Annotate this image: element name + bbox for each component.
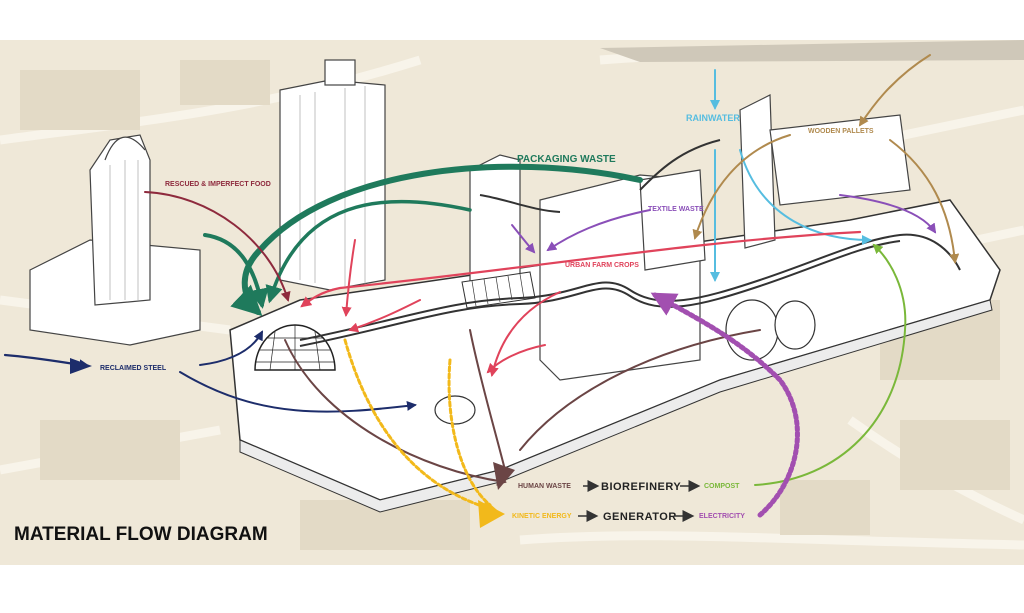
flow-arrow-crops-return (486, 344, 546, 374)
label-textile-waste: TEXTILE WASTE (648, 206, 704, 213)
process-electricity: ELECTRICITY (699, 513, 745, 520)
flow-arrow-steel-south (179, 371, 417, 413)
flow-arrow-crops-west (348, 299, 421, 333)
river-strip (600, 40, 1024, 62)
label-packaging-waste: PACKAGING WASTE (517, 154, 616, 165)
flow-arrow-human-waste-east (519, 329, 761, 451)
flow-arrow-wood-out (692, 134, 791, 240)
flow-arrow-crops-main (300, 230, 862, 308)
label-wooden-pallets: WOODEN PALLETS (808, 128, 874, 135)
process-chain: HUMAN WASTE BIOREFINERY COMPOST KINETIC … (512, 480, 745, 523)
label-urban-farm-crops: URBAN FARM CROPS (565, 262, 639, 269)
flow-arrows (3, 54, 960, 518)
flow-arrow-packaging-secondary (265, 199, 472, 304)
flow-arrow-steel-dome (199, 330, 263, 366)
flow-arrow-human-waste-mid (469, 329, 506, 471)
flow-arrow-textile-short (511, 224, 536, 254)
process-kinetic-energy: KINETIC ENERGY (512, 513, 572, 520)
process-compost: COMPOST (704, 483, 740, 490)
flow-arrow-wood-in (858, 54, 931, 127)
platform-edge (239, 299, 993, 513)
flow-arrow-human-waste-main (284, 339, 507, 486)
kinetic-energy-arrowhead (478, 500, 505, 528)
label-rescued-food: RESCUED & IMPERFECT FOOD (165, 181, 271, 188)
flow-arrow-packaging-tower (203, 233, 269, 309)
process-human-waste: HUMAN WASTE (518, 483, 571, 490)
flow-arrow-kinetic-main (343, 338, 498, 515)
flow-arrow-electricity (650, 292, 800, 518)
flow-arrow-rain-east (739, 149, 872, 245)
diagram-title: MATERIAL FLOW DIAGRAM (14, 524, 268, 545)
reclaimed-steel-arrowhead (70, 358, 92, 374)
flow-arrow-compost (754, 243, 907, 486)
flow-arrow-crops-tower (341, 239, 356, 317)
label-rainwater: RAINWATER (686, 113, 740, 123)
flow-arrow-textile-east (839, 194, 937, 234)
tower-lines (109, 86, 366, 300)
flow-arrow-packaging-main (230, 163, 643, 317)
process-biorefinery: BIOREFINERY (601, 481, 681, 493)
map-blocks (20, 60, 1010, 550)
process-generator: GENERATOR (603, 511, 677, 523)
human-waste-arrowhead (493, 462, 515, 490)
flow-arrow-kinetic-secondary (447, 358, 492, 507)
flow-arrow-food (144, 191, 291, 302)
label-reclaimed-steel: RECLAIMED STEEL (100, 365, 167, 372)
flow-arrow-textile-west (546, 209, 651, 252)
flow-arrow-wood-east (889, 139, 960, 264)
